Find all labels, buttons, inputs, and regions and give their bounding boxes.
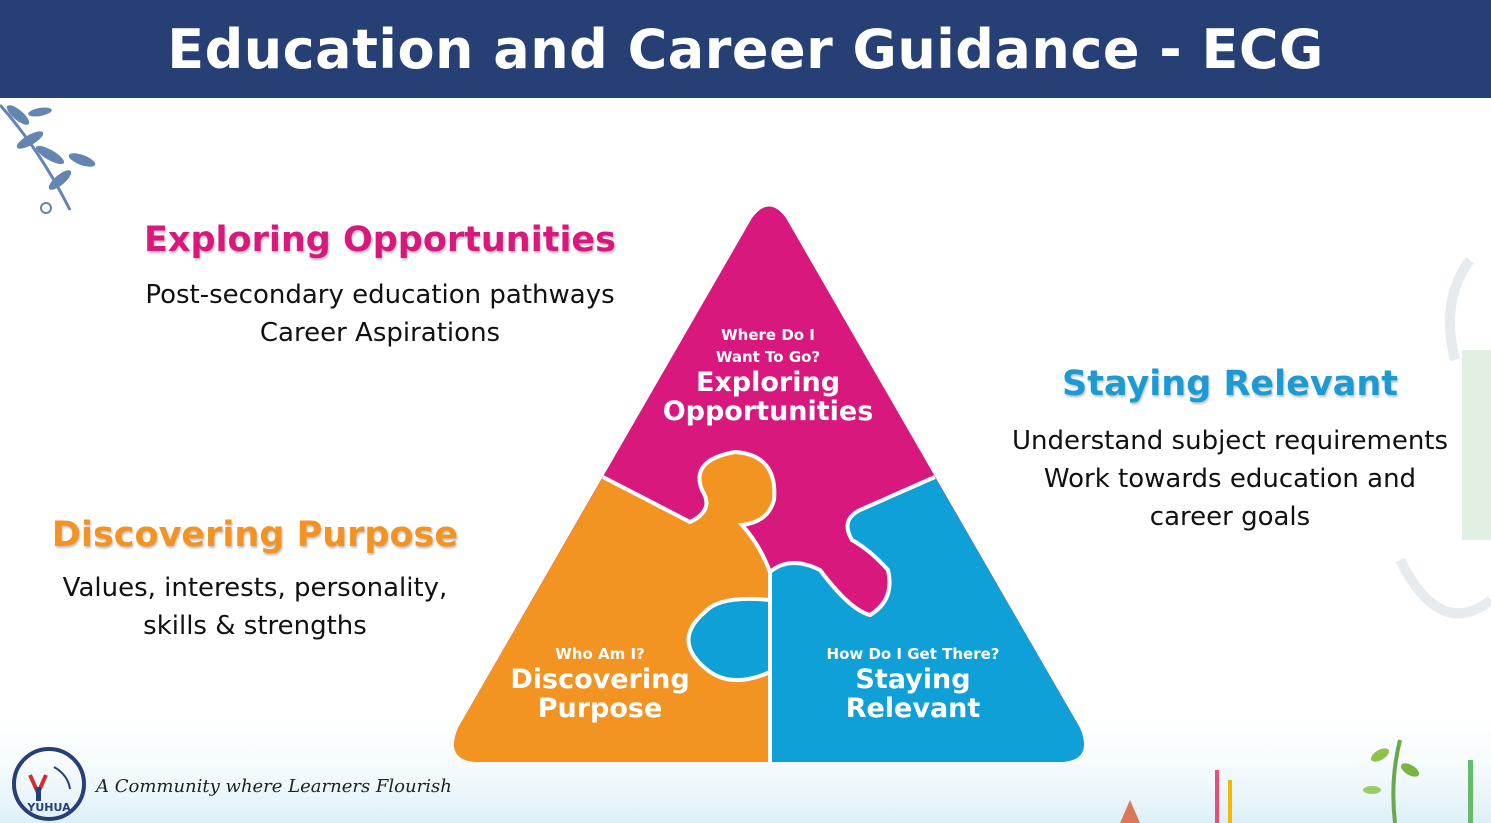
section-line: Work towards education and	[1043, 464, 1417, 494]
section-line: Values, interests, personality,	[62, 573, 448, 603]
piece-title: Opportunities	[662, 396, 874, 427]
logo-text: YUHUA	[26, 801, 71, 814]
discovering-purpose-section: Discovering Purpose Values, interests, p…	[30, 513, 480, 645]
school-logo-icon: YUHUA	[12, 747, 86, 821]
plants-decoration-icon	[1120, 739, 1473, 823]
page-title: Education and Career Guidance - ECG	[167, 17, 1324, 81]
piece-question: Want To Go?	[715, 348, 821, 366]
puzzle-piece-staying	[688, 477, 1084, 762]
piece-title: Staying	[855, 664, 971, 695]
section-heading: Exploring Opportunities	[143, 220, 617, 260]
piece-title: Purpose	[537, 693, 663, 724]
label-exploring-opportunities: Where Do I Want To Go? Exploring Opportu…	[648, 324, 888, 426]
footer-tagline: A Community where Learners Flourish	[96, 776, 452, 797]
section-line: Career Aspirations	[259, 318, 501, 348]
leaf-branch-icon	[0, 104, 96, 214]
label-staying-relevant: How Do I Get There? Staying Relevant	[793, 643, 1033, 723]
label-discovering-purpose: Who Am I? Discovering Purpose	[480, 643, 720, 723]
puzzle-piece-discovering	[454, 452, 775, 762]
piece-title: Exploring	[695, 367, 841, 398]
section-heading: Discovering Purpose	[51, 515, 459, 555]
piece-title: Relevant	[845, 693, 981, 724]
section-line: Understand subject requirements	[1011, 426, 1449, 456]
piece-question: How Do I Get There?	[826, 645, 1000, 663]
section-heading: Staying Relevant	[1062, 364, 1398, 404]
exploring-opportunities-section: Exploring Opportunities Post-secondary e…	[120, 218, 640, 352]
piece-question: Who Am I?	[555, 645, 645, 663]
staying-relevant-section: Staying Relevant Understand subject requ…	[995, 362, 1465, 536]
section-line: skills & strengths	[143, 611, 367, 641]
piece-question: Where Do I	[721, 326, 815, 344]
piece-title: Discovering	[510, 664, 690, 695]
section-line: career goals	[1149, 502, 1311, 532]
section-line: Post-secondary education pathways	[145, 280, 615, 310]
title-bar: Education and Career Guidance - ECG	[0, 0, 1491, 98]
